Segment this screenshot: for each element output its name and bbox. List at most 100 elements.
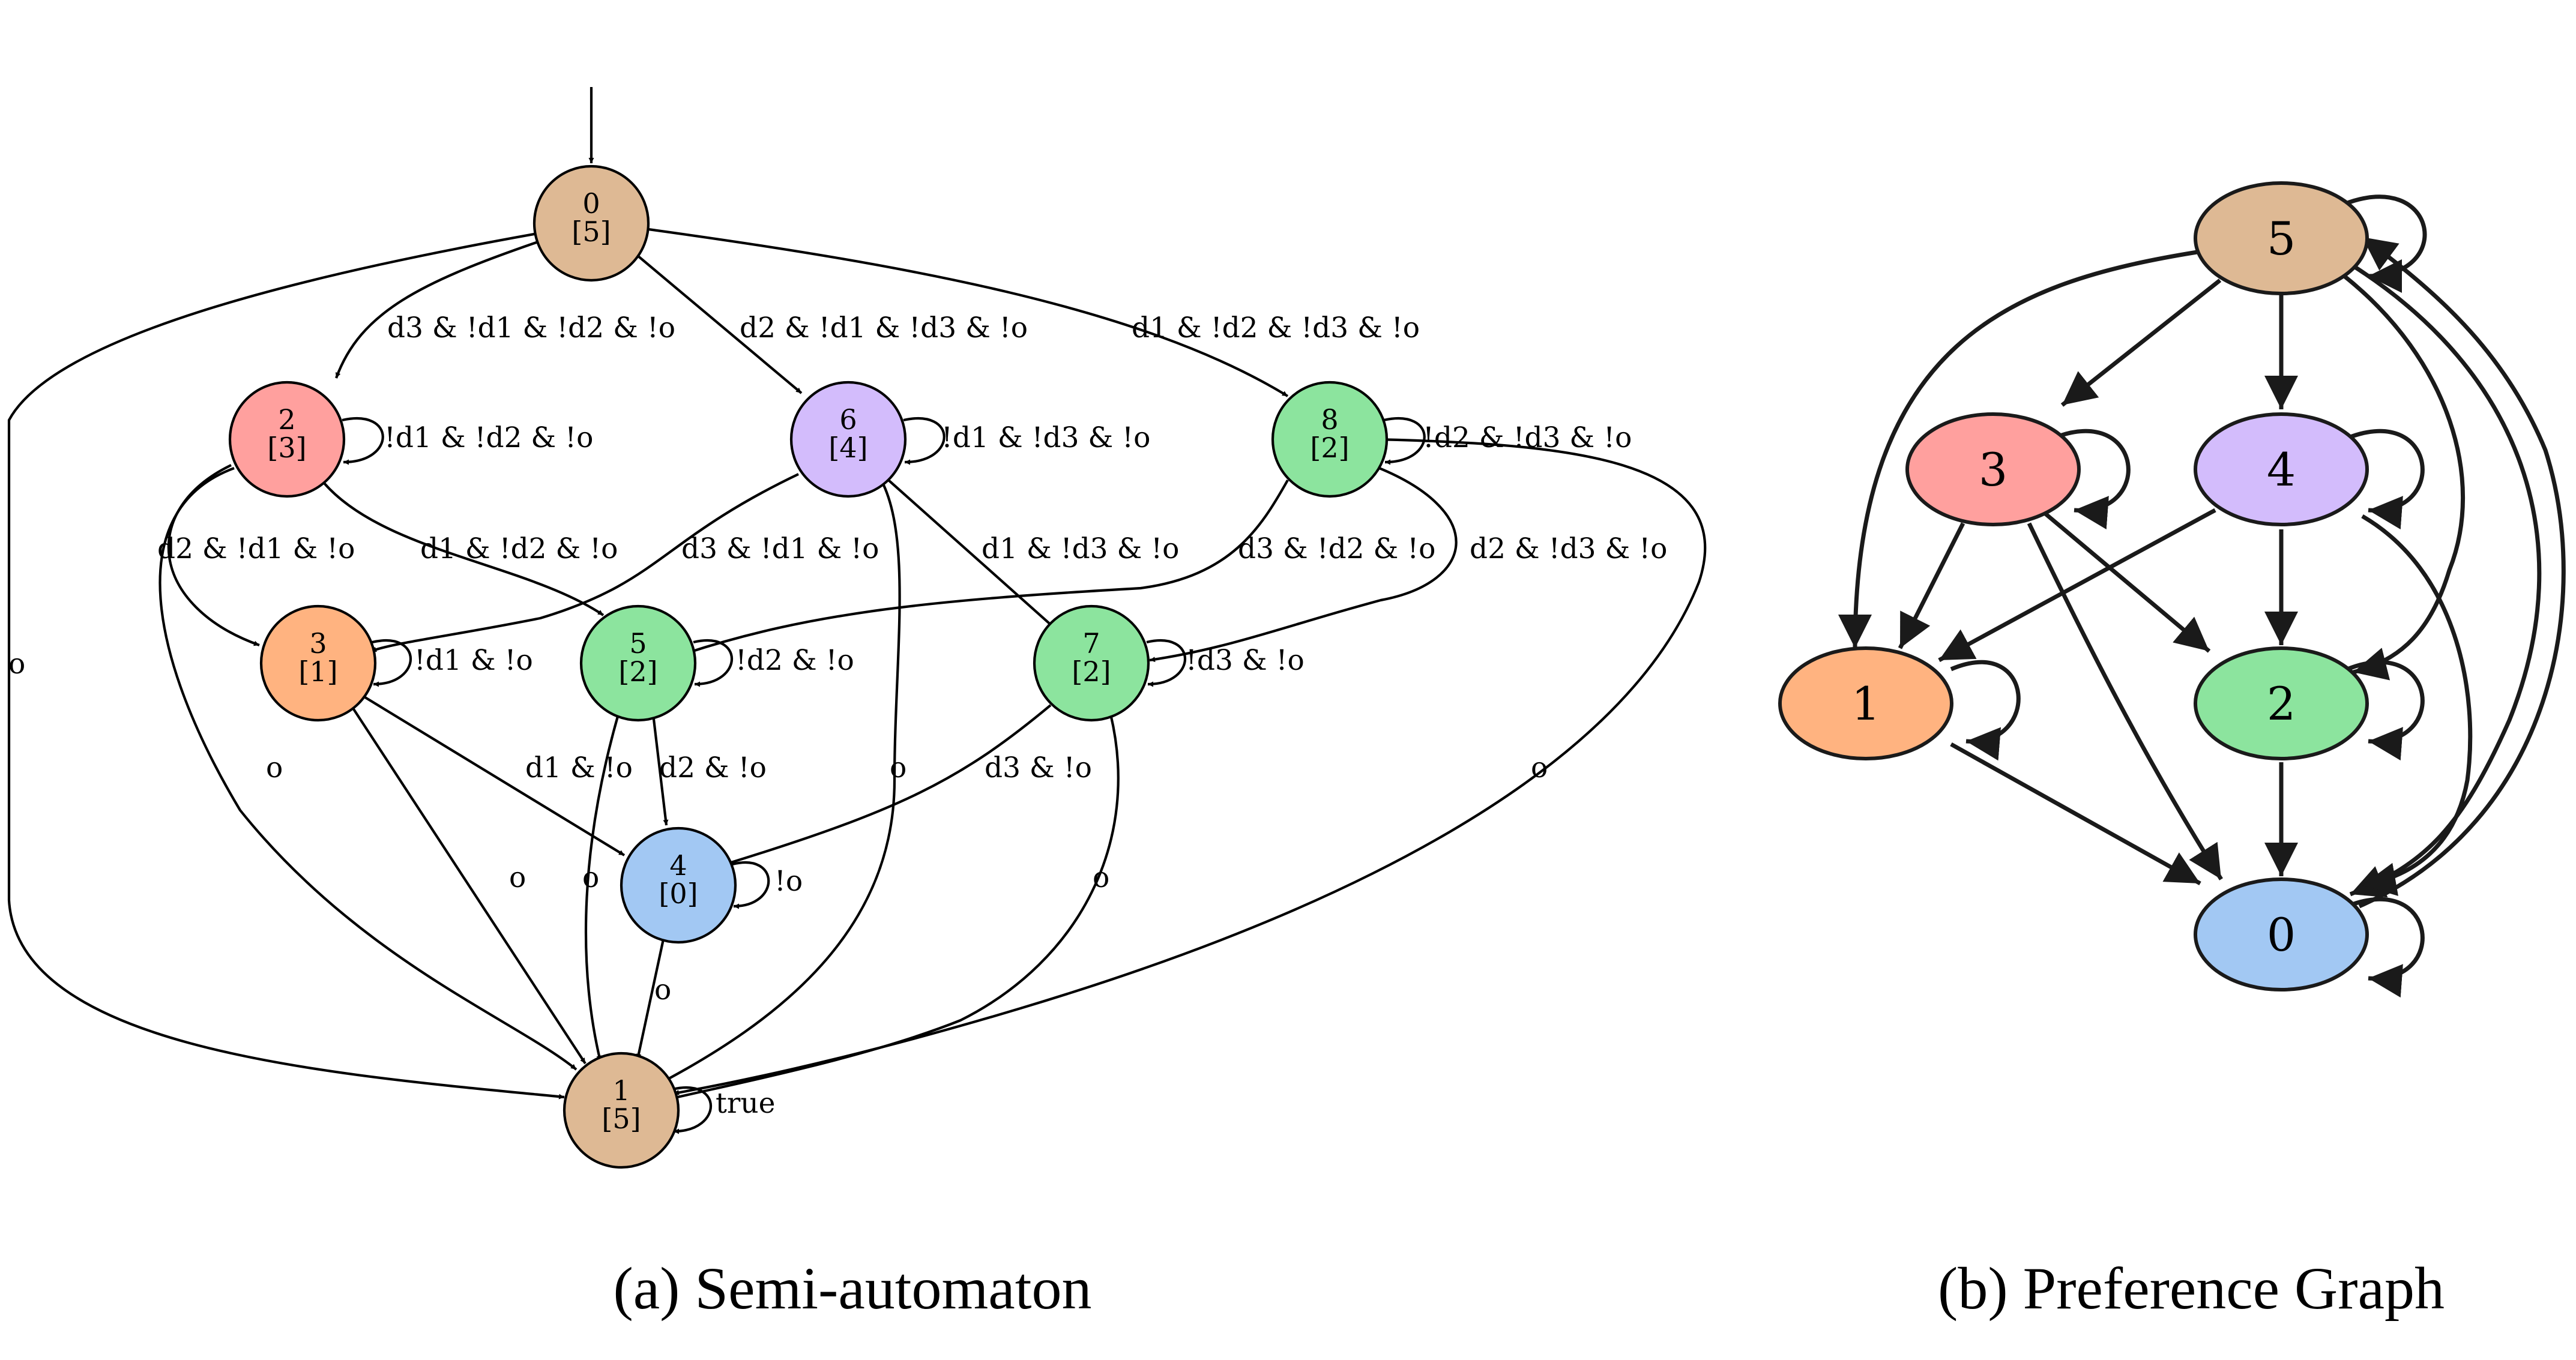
- edge-label-3-1: o: [509, 861, 526, 894]
- pref-edge-4-1: [1938, 508, 2216, 663]
- state-node-4: 4 [0]: [620, 826, 737, 944]
- edge-3-4: [362, 695, 626, 856]
- edge-label-8-1: o: [1531, 751, 1548, 784]
- state-node-8: 8 [2]: [1271, 381, 1389, 498]
- semi-automaton-panel: d3 & !d1 & !d2 & !o d2 & !d1 & !d3 & !o …: [7, 87, 1707, 1322]
- edge-3-1: [352, 707, 587, 1065]
- pref-edge-1-0: [1950, 742, 2201, 886]
- pref-node-1: 1: [1778, 646, 1953, 760]
- state-circle-5: [579, 604, 697, 722]
- pref-edge-4-0: [2361, 514, 2473, 896]
- pref-loop-0: [2346, 897, 2425, 997]
- state-node-5: 5 [2]: [579, 604, 697, 722]
- state-id: 5: [629, 627, 647, 660]
- loop-3: [372, 639, 412, 687]
- pref-edge-5-0: [2349, 262, 2542, 898]
- edge-5-1: [584, 714, 620, 1062]
- edge-label-3-3: !d1 & !o: [414, 644, 533, 677]
- semi-automaton-nodes: 0 [5] 2 [3] 6 [4] 8 [2] 3 [1]: [228, 164, 1389, 1169]
- pref-loop-1: [1950, 660, 2021, 761]
- state-priority: [0]: [659, 877, 698, 910]
- pref-loop-4: [2346, 429, 2425, 529]
- state-id: 7: [1082, 627, 1100, 660]
- edge-label-6-6: !d1 & !d3 & !o: [941, 421, 1150, 454]
- semi-automaton-edges: [7, 87, 1707, 1134]
- pref-ellipse-5: [2194, 181, 2369, 295]
- state-id: 1: [612, 1074, 630, 1107]
- edge-label-7-1: o: [1093, 861, 1109, 894]
- pref-edge-3-2: [2039, 508, 2211, 653]
- edge-label-0-8: d1 & !d2 & !d3 & !o: [1132, 311, 1420, 345]
- caption-preference-graph: (b) Preference Graph: [1938, 1255, 2445, 1322]
- edge-label-5-4: d2 & !o: [659, 751, 767, 784]
- pref-ellipse-0: [2194, 877, 2369, 991]
- pref-ellipse-1: [1778, 646, 1953, 760]
- edge-label-5-1: o: [582, 861, 599, 894]
- state-node-7: 7 [2]: [1033, 604, 1150, 722]
- state-node-6: 6 [4]: [789, 381, 907, 498]
- state-id: 6: [839, 403, 857, 436]
- edge-label-0-1: o: [8, 648, 25, 681]
- pref-ellipse-4: [2194, 412, 2369, 526]
- edge-0-2: [335, 239, 544, 379]
- pref-edge-5-3: [2060, 278, 2222, 407]
- state-node-1: 1 [5]: [563, 1052, 680, 1169]
- state-node-3: 3 [1]: [259, 604, 377, 722]
- state-priority: [2]: [1072, 655, 1111, 688]
- edge-2-5: [323, 482, 605, 616]
- state-circle-8: [1271, 381, 1389, 498]
- pref-node-label: 4: [2267, 443, 2296, 496]
- edge-2-3: [167, 464, 260, 646]
- state-priority: [5]: [602, 1103, 641, 1135]
- state-priority: [5]: [572, 215, 611, 248]
- preference-graph-nodes: 5 3 4 1 2 0: [1778, 181, 2369, 991]
- pref-ellipse-3: [1905, 412, 2081, 526]
- pref-loop-2: [2346, 660, 2425, 760]
- state-circle-3: [259, 604, 377, 722]
- state-id: 4: [669, 849, 687, 882]
- pref-node-2: 2: [2194, 646, 2369, 760]
- edge-label-0-2: d3 & !d1 & !d2 & !o: [387, 311, 675, 345]
- pref-loop-5: [2343, 194, 2427, 293]
- state-node-0: 0 [5]: [532, 164, 650, 282]
- edge-6-3: [370, 473, 799, 652]
- edge-label-1-1: true: [716, 1087, 775, 1120]
- caption-semi-automaton: (a) Semi-automaton: [614, 1255, 1092, 1322]
- edge-label-8-7: d2 & !d3 & !o: [1470, 532, 1667, 565]
- loop-2: [342, 417, 384, 465]
- pref-node-0: 0: [2194, 877, 2369, 991]
- state-circle-1: [563, 1052, 680, 1169]
- state-circle-4: [620, 826, 737, 944]
- state-priority: [1]: [298, 655, 337, 688]
- state-node-2: 2 [3]: [228, 381, 346, 498]
- edge-7-4: [725, 704, 1052, 866]
- state-circle-7: [1033, 604, 1150, 722]
- edge-label-8-5: d3 & !d2 & !o: [1238, 532, 1435, 565]
- edge-8-5: [683, 479, 1289, 655]
- pref-loop-3: [2052, 429, 2131, 529]
- loop-7: [1146, 639, 1186, 687]
- pref-node-label: 2: [2267, 677, 2296, 730]
- edge-label-4-4: !o: [774, 865, 803, 898]
- edge-8-7: [1149, 464, 1458, 663]
- state-priority: [4]: [828, 432, 867, 464]
- edge-0-6: [632, 251, 803, 394]
- loop-6: [903, 417, 946, 465]
- edge-label-2-1: o: [266, 751, 283, 784]
- edge-4-1: [636, 939, 665, 1060]
- edge-0-1: [7, 232, 565, 1100]
- pref-edge-3-1: [1898, 522, 1965, 649]
- state-id: 8: [1321, 403, 1338, 436]
- pref-node-label: 3: [1979, 443, 2007, 496]
- pref-node-label: 1: [1851, 677, 1880, 730]
- preference-graph-panel: 5 3 4 1 2 0 (b) Preference G: [1778, 181, 2566, 1322]
- state-circle-6: [789, 381, 907, 498]
- edge-label-3-4: d1 & !o: [525, 751, 633, 784]
- state-priority: [2]: [1310, 432, 1349, 464]
- state-priority: [2]: [618, 655, 657, 688]
- pref-edge-0-5: [2358, 235, 2566, 909]
- state-circle-2: [228, 381, 346, 498]
- state-circle-0: [532, 164, 650, 282]
- pref-node-5: 5: [2194, 181, 2369, 295]
